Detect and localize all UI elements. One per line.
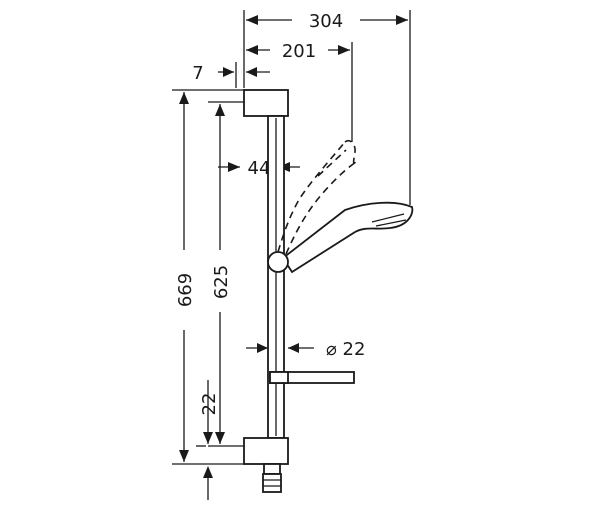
dimension-304-label: 304	[309, 11, 343, 32]
slider-joint	[267, 251, 289, 273]
dimension-669-label: 669	[175, 273, 196, 307]
dimension-44: 44	[218, 158, 300, 179]
top-wall-bracket	[243, 89, 289, 117]
dimension-201: 201	[246, 41, 353, 142]
dimension-diameter-label: ⌀ 22	[326, 339, 365, 360]
dimension-44-label: 44	[248, 158, 271, 179]
dimension-22-bottom: 22	[196, 380, 220, 500]
hose-connector	[263, 463, 281, 475]
shower-rail	[243, 89, 355, 493]
dimension-304: 304	[243, 10, 411, 205]
bottom-wall-bracket	[243, 437, 289, 465]
hand-shower	[267, 201, 414, 274]
dimension-669: 669	[172, 89, 246, 465]
hand-shower-alternate-position	[277, 139, 357, 255]
dimension-22-bottom-label: 22	[199, 393, 220, 416]
dimension-7: 7	[192, 62, 270, 88]
dimension-625-label: 625	[211, 265, 232, 299]
dimension-diameter-22: ⌀ 22	[246, 339, 365, 360]
dimension-7-label: 7	[192, 63, 203, 84]
dimension-625: 625	[208, 101, 244, 447]
dimension-201-label: 201	[282, 41, 316, 62]
